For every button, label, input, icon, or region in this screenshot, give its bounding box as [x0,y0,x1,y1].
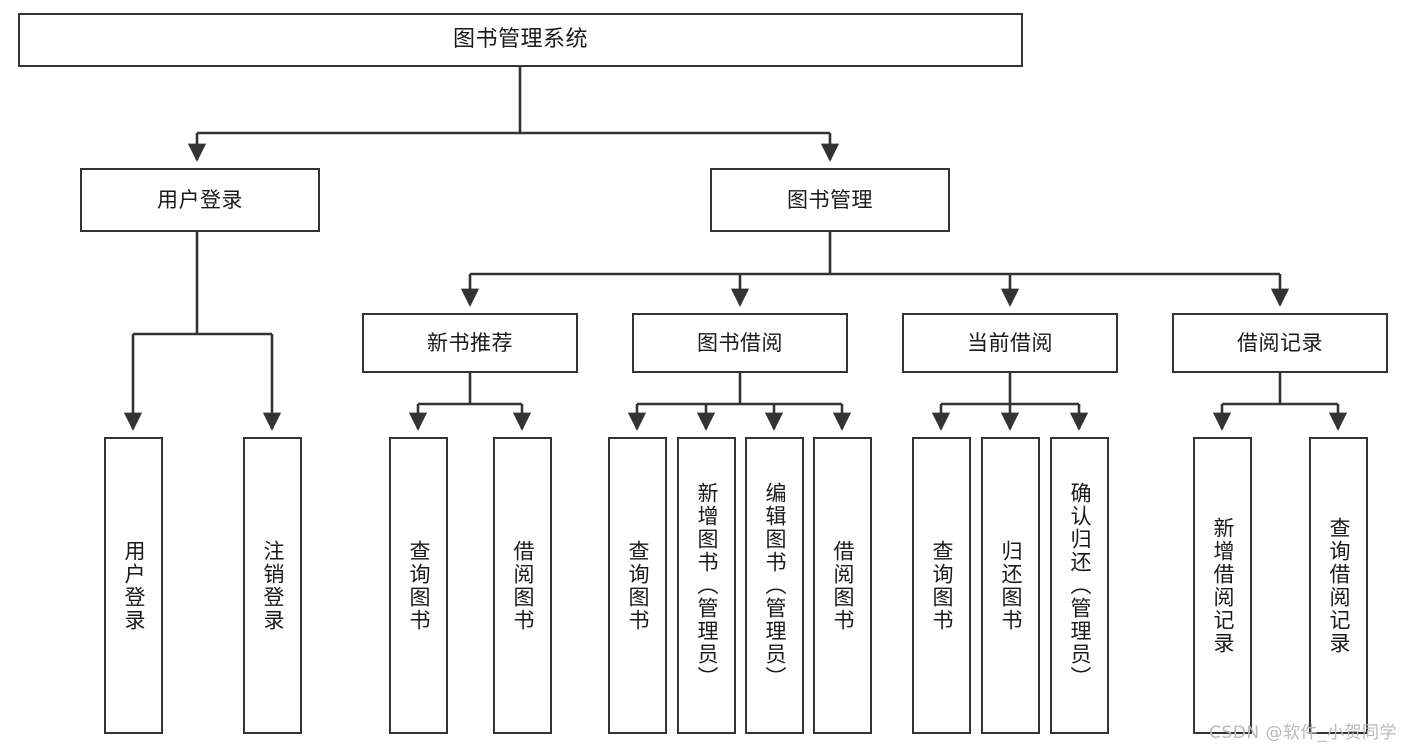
node-leaf-confirm-return-label: 确认归还（管理员） [1067,482,1092,689]
node-leaf-query-book-1-label: 查询图书 [406,539,431,632]
node-leaf-query-book-2[interactable]: 查询图书 [608,437,667,734]
node-book-manage-label: 图书管理 [787,187,873,212]
node-user-login-label: 用户登录 [157,187,243,212]
node-root-label: 图书管理系统 [452,27,588,53]
node-book-borrow[interactable]: 图书借阅 [632,313,848,373]
node-book-manage[interactable]: 图书管理 [710,168,950,232]
node-borrow-record[interactable]: 借阅记录 [1172,313,1388,373]
node-leaf-edit-book[interactable]: 编辑图书（管理员） [745,437,804,734]
node-leaf-add-book-label: 新增图书（管理员） [694,482,719,689]
node-leaf-return-book-label: 归还图书 [998,539,1023,632]
node-leaf-user-logout[interactable]: 注销登录 [243,437,302,734]
csdn-watermark: CSDN @软件_小贺同学 [1209,723,1397,743]
node-leaf-borrow-book-1[interactable]: 借阅图书 [493,437,552,734]
node-leaf-return-book[interactable]: 归还图书 [981,437,1040,734]
node-leaf-borrow-book-2[interactable]: 借阅图书 [813,437,872,734]
node-leaf-add-record[interactable]: 新增借阅记录 [1193,437,1252,734]
node-leaf-add-book[interactable]: 新增图书（管理员） [677,437,736,734]
node-leaf-add-record-label: 新增借阅记录 [1210,516,1235,655]
node-borrow-record-label: 借阅记录 [1237,330,1323,355]
node-leaf-user-logout-label: 注销登录 [260,539,285,632]
node-leaf-query-record-label: 查询借阅记录 [1326,516,1351,655]
node-leaf-user-login-label: 用户登录 [121,539,146,632]
node-leaf-user-login[interactable]: 用户登录 [104,437,163,734]
node-book-borrow-label: 图书借阅 [697,330,783,355]
node-leaf-query-book-3[interactable]: 查询图书 [912,437,971,734]
node-current-borrow[interactable]: 当前借阅 [902,313,1118,373]
node-leaf-query-book-2-label: 查询图书 [625,539,650,632]
node-leaf-confirm-return[interactable]: 确认归还（管理员） [1050,437,1109,734]
node-new-book-recommend-label: 新书推荐 [427,330,513,355]
node-new-book-recommend[interactable]: 新书推荐 [362,313,578,373]
node-leaf-query-book-3-label: 查询图书 [929,539,954,632]
node-root[interactable]: 图书管理系统 [18,13,1023,67]
node-leaf-edit-book-label: 编辑图书（管理员） [762,482,787,689]
node-user-login[interactable]: 用户登录 [80,168,320,232]
node-current-borrow-label: 当前借阅 [967,330,1053,355]
node-leaf-query-record[interactable]: 查询借阅记录 [1309,437,1368,734]
node-leaf-borrow-book-2-label: 借阅图书 [830,539,855,632]
node-leaf-borrow-book-1-label: 借阅图书 [510,539,535,632]
node-leaf-query-book-1[interactable]: 查询图书 [389,437,448,734]
